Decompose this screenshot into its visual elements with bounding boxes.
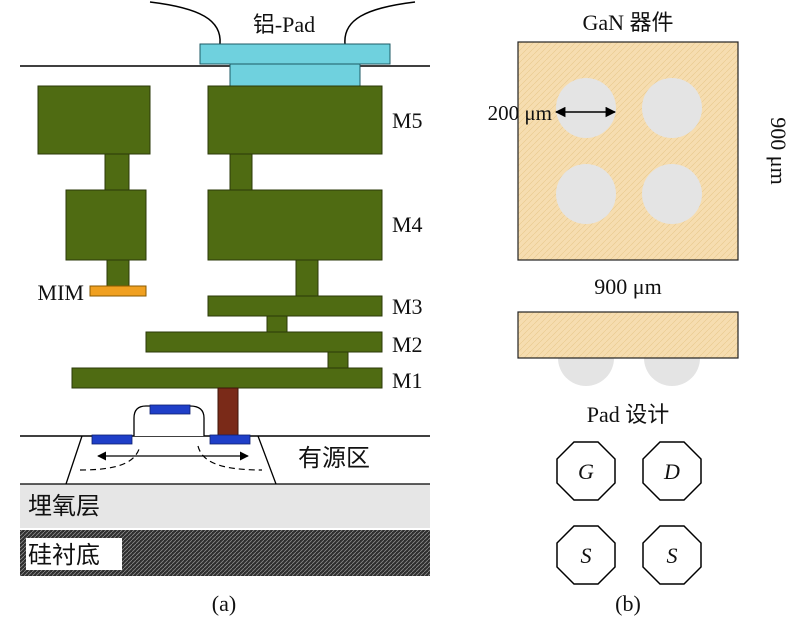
- metal-m4-left: [65, 189, 147, 261]
- label-m4: M4: [392, 212, 423, 237]
- metal-m3: [207, 295, 383, 317]
- label-m1: M1: [392, 368, 423, 393]
- via-m5-m4-right: [229, 153, 253, 191]
- dim-height-label: 900 μm: [766, 117, 791, 184]
- device-top-view: [517, 41, 739, 261]
- metal-m2: [145, 331, 383, 353]
- label-m2: M2: [392, 332, 423, 357]
- pad-hole-3: [556, 164, 616, 224]
- dim-hole-label: 200 μm: [488, 101, 552, 125]
- bond-wire-right: [344, 1, 416, 45]
- pad-source-left: S: [556, 525, 616, 585]
- pad-design-title: Pad 设计: [587, 402, 670, 427]
- pad-hole-2: [642, 78, 702, 138]
- label-m3: M3: [392, 294, 423, 319]
- metal-m4-right: [207, 189, 383, 261]
- pad-drain-label: D: [663, 459, 680, 484]
- aluminum-pad: [199, 43, 391, 65]
- pad-drain: D: [642, 441, 702, 501]
- metal-m1: [71, 367, 383, 389]
- pad-label: 铝-Pad: [253, 12, 315, 37]
- pad-source-right-label: S: [667, 543, 678, 568]
- bond-wire-left: [149, 1, 221, 45]
- substrate-label: 硅衬底: [28, 542, 100, 569]
- metal-m5-left: [37, 85, 151, 155]
- source-contact: [91, 434, 133, 445]
- pad-source-left-label: S: [581, 543, 592, 568]
- caption-b: (b): [615, 591, 641, 616]
- via-m3-m2: [266, 315, 288, 333]
- substrate-label-bg: [26, 538, 122, 570]
- pad-hole-4: [642, 164, 702, 224]
- source-junction: [79, 445, 141, 471]
- mim-label: MIM: [38, 280, 84, 305]
- device-title: GaN 器件: [582, 10, 673, 35]
- panel-a: 铝-Pad MIM M5 M4 M3 M2 M1: [20, 1, 430, 616]
- pad-gate: G: [556, 441, 616, 501]
- pad-hole-1: [556, 78, 616, 138]
- caption-a: (a): [212, 591, 236, 616]
- contact-plug: [217, 387, 239, 437]
- drain-junction: [197, 445, 263, 471]
- via-m4-m3: [295, 259, 319, 297]
- dim-width-label: 900 μm: [594, 274, 661, 299]
- device-side-view: [517, 311, 739, 359]
- gate-contact: [149, 404, 191, 415]
- label-m5: M5: [392, 108, 423, 133]
- buried-oxide-label: 埋氧层: [28, 493, 100, 520]
- active-region-outline: [65, 435, 277, 485]
- metal-m5-right: [207, 85, 383, 155]
- via-m5-m4-left: [104, 153, 130, 191]
- via-m2-m1: [327, 351, 349, 369]
- panel-b: GaN 器件 200 μm 900 μm 900 μm Pad 设计 G D S: [488, 10, 791, 616]
- mim-capacitor: [89, 285, 147, 297]
- pad-via: [229, 63, 361, 87]
- via-m4-mim: [106, 259, 130, 287]
- buried-oxide-layer: [20, 484, 430, 528]
- drain-contact: [209, 434, 251, 445]
- active-region-label: 有源区: [298, 445, 370, 472]
- pad-gate-label: G: [578, 459, 594, 484]
- pad-source-right: S: [642, 525, 702, 585]
